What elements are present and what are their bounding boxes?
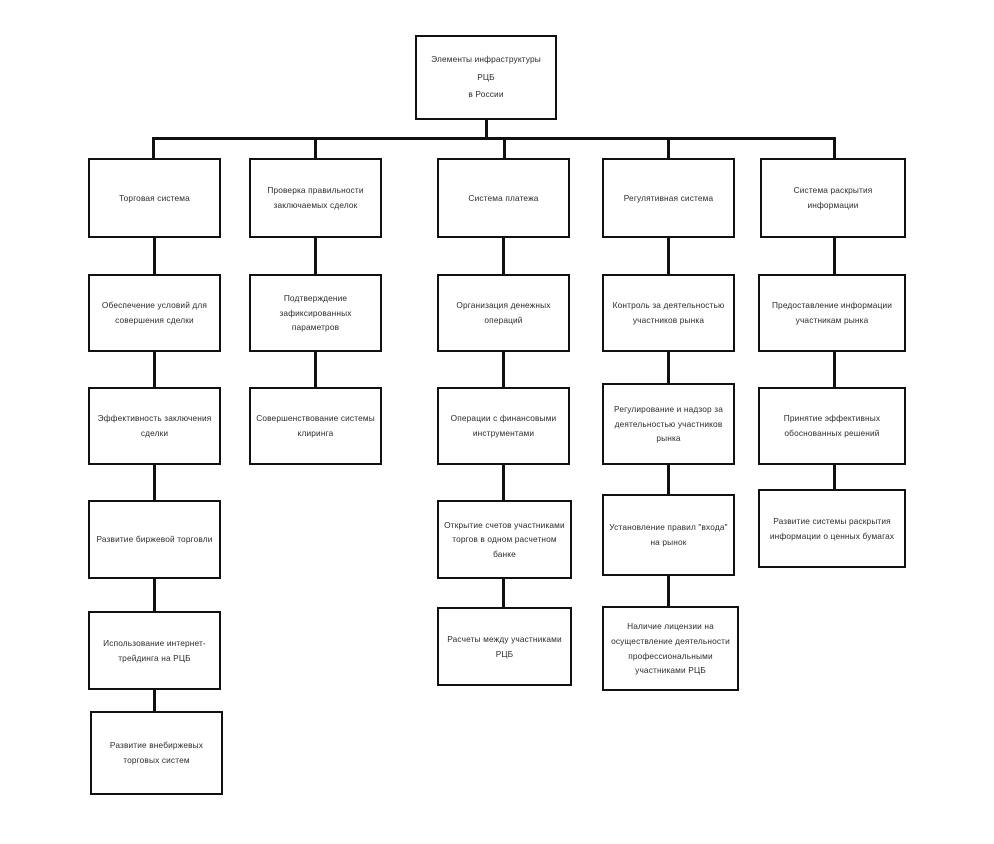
connector-bus — [152, 137, 836, 140]
node-col-4-2[interactable]: Регулирование и надзор за деятельностью … — [602, 383, 735, 465]
node-col-4-4-label: Наличие лицензии на осуществление деятел… — [611, 621, 730, 676]
node-col-1-5[interactable]: Развитие внебиржевых торговых систем — [90, 711, 223, 795]
node-col-2-1-label: Подтверждение зафиксированных параметров — [279, 293, 352, 333]
node-col-4-3[interactable]: Установление правил "входа" на рынок — [602, 494, 735, 576]
connector-col-5-1-2 — [833, 350, 836, 389]
node-col-4-3-label: Установление правил "входа" на рынок — [609, 522, 728, 547]
node-col-5-2[interactable]: Принятие эффективных обоснованных решени… — [758, 387, 906, 465]
node-col-4-4[interactable]: Наличие лицензии на осуществление деятел… — [602, 606, 739, 691]
node-root-label: Элементы инфраструктуры РЦБ в России — [422, 51, 550, 103]
root-line-3: в России — [468, 89, 504, 100]
connector-drop-col-3 — [503, 137, 506, 158]
node-col-5-0-label: Система раскрытия информации — [793, 185, 873, 210]
node-col-3-1-label: Организация денежных операций — [456, 300, 551, 325]
connector-drop-col-2 — [314, 137, 317, 158]
node-col-5-2-label: Принятие эффективных обоснованных решени… — [783, 413, 881, 438]
connector-root-stem — [485, 119, 488, 139]
node-col-1-0-label: Торговая система — [119, 192, 190, 203]
connector-col-1-3-4 — [153, 577, 156, 613]
node-col-3-0-label: Система платежа — [468, 192, 539, 203]
connector-col-3-2-3 — [502, 463, 505, 502]
node-col-1-3-label: Развитие биржевой торговли — [96, 534, 213, 545]
connector-col-2-0-1 — [314, 236, 317, 276]
node-col-1-5-label: Развитие внебиржевых торговых систем — [109, 740, 204, 765]
node-col-2-2[interactable]: Совершенствование системы клиринга — [249, 387, 382, 465]
node-col-3-0[interactable]: Система платежа — [437, 158, 570, 238]
node-col-3-2-label: Операции с финансовыми инструментами — [450, 413, 557, 438]
connector-col-1-0-1 — [153, 236, 156, 276]
connector-drop-col-5 — [833, 137, 836, 158]
connector-col-5-0-1 — [833, 236, 836, 276]
node-col-2-0-label: Проверка правильности заключаемых сделок — [267, 185, 364, 210]
root-line-2: РЦБ — [477, 71, 495, 82]
connector-col-3-1-2 — [502, 350, 505, 389]
connector-col-1-4-5 — [153, 688, 156, 713]
node-col-4-1[interactable]: Контроль за деятельностью участников рын… — [602, 274, 735, 352]
node-col-1-1-label: Обеспечение условий для совершения сделк… — [101, 300, 208, 325]
node-col-3-1[interactable]: Организация денежных операций — [437, 274, 570, 352]
node-col-5-1-label: Предоставление информации участникам рын… — [771, 300, 893, 325]
node-col-2-2-label: Совершенствование системы клиринга — [256, 413, 375, 438]
connector-col-5-2-3 — [833, 463, 836, 491]
node-col-5-3-label: Развитие системы раскрытия информации о … — [769, 515, 895, 541]
node-col-5-0[interactable]: Система раскрытия информации — [760, 158, 906, 238]
node-col-1-1[interactable]: Обеспечение условий для совершения сделк… — [88, 274, 221, 352]
connector-col-2-1-2 — [314, 350, 317, 389]
root-line-1: Элементы инфраструктуры — [431, 54, 541, 65]
node-col-1-2[interactable]: Эффективность заключения сделки — [88, 387, 221, 465]
node-col-1-4-label: Использование интернет-трейдинга на РЦБ — [103, 637, 206, 663]
node-col-4-1-label: Контроль за деятельностью участников рын… — [612, 300, 725, 325]
node-col-2-1[interactable]: Подтверждение зафиксированных параметров — [249, 274, 382, 352]
connector-col-4-1-2 — [667, 350, 670, 385]
node-col-4-0[interactable]: Регулятивная система — [602, 158, 735, 238]
connector-col-3-3-4 — [502, 577, 505, 609]
node-root[interactable]: Элементы инфраструктуры РЦБ в России — [415, 35, 557, 120]
node-col-1-3[interactable]: Развитие биржевой торговли — [88, 500, 221, 579]
node-col-3-3[interactable]: Открытие счетов участниками торгов в одн… — [437, 500, 572, 579]
connector-drop-col-1 — [152, 137, 155, 158]
node-col-5-1[interactable]: Предоставление информации участникам рын… — [758, 274, 906, 352]
connector-col-4-2-3 — [667, 463, 670, 496]
node-col-4-2-label: Регулирование и надзор за деятельностью … — [614, 404, 723, 444]
node-col-3-2[interactable]: Операции с финансовыми инструментами — [437, 387, 570, 465]
connector-col-4-0-1 — [667, 236, 670, 276]
node-col-3-4-label: Расчеты между участниками РЦБ — [447, 633, 562, 659]
connector-col-3-0-1 — [502, 236, 505, 276]
connector-col-1-1-2 — [153, 350, 156, 389]
node-col-3-3-label: Открытие счетов участниками торгов в одн… — [444, 519, 565, 559]
node-col-3-4[interactable]: Расчеты между участниками РЦБ — [437, 607, 572, 686]
connector-drop-col-4 — [667, 137, 670, 158]
node-col-5-3[interactable]: Развитие системы раскрытия информации о … — [758, 489, 906, 568]
connector-col-4-3-4 — [667, 574, 670, 608]
node-col-1-0[interactable]: Торговая система — [88, 158, 221, 238]
node-col-2-0[interactable]: Проверка правильности заключаемых сделок — [249, 158, 382, 238]
connector-col-1-2-3 — [153, 463, 156, 502]
node-col-1-2-label: Эффективность заключения сделки — [97, 413, 212, 438]
node-col-1-4[interactable]: Использование интернет-трейдинга на РЦБ — [88, 611, 221, 690]
node-col-4-0-label: Регулятивная система — [623, 192, 714, 203]
